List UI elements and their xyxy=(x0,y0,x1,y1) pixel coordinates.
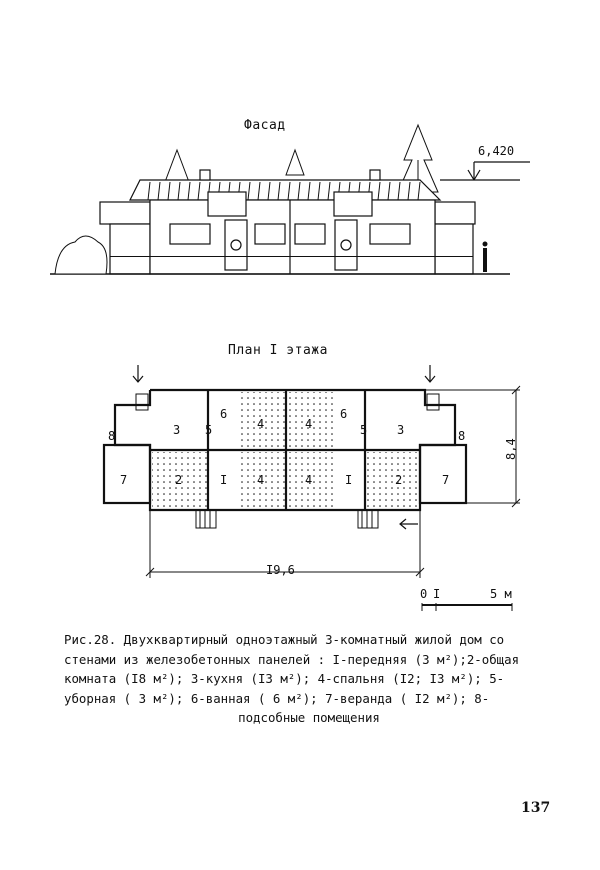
room-label: 8 xyxy=(458,429,465,443)
scale-five: 5 м xyxy=(490,587,512,601)
room-label: 5 xyxy=(205,423,212,437)
figure-caption: Рис.28. Двухквартирный одноэтажный 3-ком… xyxy=(64,630,554,728)
room-label: 4 xyxy=(305,417,312,431)
room-label: 5 xyxy=(360,423,367,437)
stairs xyxy=(135,393,440,529)
room-label: I xyxy=(220,473,227,487)
facade-drawing xyxy=(50,123,530,275)
entrance-arrow-icon xyxy=(132,365,436,383)
scale-bar xyxy=(421,603,513,611)
room-label: 3 xyxy=(397,423,404,437)
height-mark xyxy=(440,161,530,181)
room-labels: 3 3 6 6 5 5 4 4 4 4 2 2 I I 7 7 8 8 xyxy=(108,407,465,487)
floor-plan: 3 3 6 6 5 5 4 4 4 4 2 2 I I 7 7 8 8 xyxy=(102,365,521,578)
room-label: 2 xyxy=(395,473,402,487)
room-label: 8 xyxy=(108,429,115,443)
caption-line: уборная ( 3 м²); 6-ванная ( 6 м²); 7-вер… xyxy=(64,690,490,706)
room-label: 4 xyxy=(305,473,312,487)
scale-zero: 0 xyxy=(420,587,428,601)
height-mark-label: 6,420 xyxy=(478,144,515,158)
room-label: 6 xyxy=(340,407,347,421)
caption-line: комната (I8 м²); 3-кухня (I3 м²); 4-спал… xyxy=(64,671,505,686)
person-icon xyxy=(482,241,488,272)
room-label: 7 xyxy=(120,473,127,487)
room-label: 7 xyxy=(442,473,449,487)
width-dimension: I9,6 xyxy=(266,563,295,577)
facade-title: Фасад xyxy=(244,118,286,133)
entrance-arrow-icon xyxy=(399,518,418,530)
page-number: 137 xyxy=(521,800,551,816)
room-label: 4 xyxy=(257,417,264,431)
plinth xyxy=(110,256,473,257)
room-label: 6 xyxy=(220,407,227,421)
dimension-lines xyxy=(145,385,521,578)
bush-icon xyxy=(54,235,108,275)
room-label: 2 xyxy=(175,473,182,487)
caption-line: подсобные помещения xyxy=(238,710,380,725)
plan-title: План I этажа xyxy=(228,343,328,358)
caption-line: стенами из железобетонных панелей : I-пе… xyxy=(64,651,520,667)
main-wall xyxy=(149,191,436,275)
caption-line: Рис.28. Двухквартирный одноэтажный 3-ком… xyxy=(64,632,505,647)
room-label: 4 xyxy=(257,473,264,487)
room-label: 3 xyxy=(173,423,180,437)
room-label: I xyxy=(345,473,352,487)
depth-dimension: 8,4 xyxy=(504,438,518,460)
scale-one: I xyxy=(433,587,441,601)
